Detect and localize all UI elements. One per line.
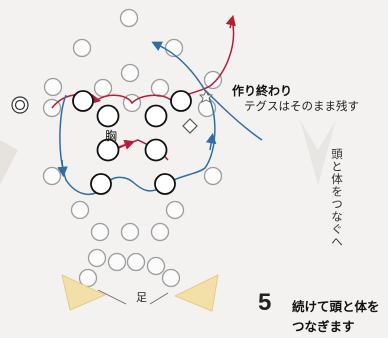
foot-right	[173, 274, 219, 312]
foot-leader-left	[97, 289, 127, 305]
bead	[203, 70, 223, 90]
foot-leader-right	[149, 292, 169, 305]
bead	[165, 200, 185, 220]
vertical-note: 頭と体をつなぐへ	[330, 148, 344, 248]
bead	[78, 268, 98, 288]
head-beads	[43, 8, 223, 113]
bead	[203, 166, 223, 186]
bead	[43, 77, 63, 97]
arrow-blue	[57, 159, 68, 178]
foot-left	[61, 274, 107, 311]
bead	[150, 78, 170, 98]
finish-label: 作り終わり	[232, 84, 293, 98]
bead	[93, 78, 113, 98]
bead	[120, 63, 140, 83]
bead	[161, 268, 181, 288]
bead	[70, 200, 90, 220]
bead-bold	[96, 138, 120, 162]
chest-label: 胸	[105, 129, 118, 143]
bead-bold	[170, 90, 192, 112]
bead	[87, 248, 107, 268]
bead	[146, 256, 166, 276]
chest-beads	[72, 90, 192, 195]
step-instruction-line1: 続けて頭と体を	[292, 299, 380, 314]
bead-bold	[72, 90, 94, 112]
arrow-blue	[205, 132, 217, 151]
foot-label: 足	[136, 291, 147, 304]
arrow-red	[225, 14, 236, 29]
bead	[90, 222, 110, 242]
bead-bold	[144, 104, 168, 128]
bead-bold	[96, 104, 120, 128]
thread-blue-loop	[59, 44, 216, 195]
bead-bold	[144, 138, 168, 162]
star-icon	[198, 89, 214, 103]
bead	[42, 166, 62, 186]
lower-beads	[70, 200, 185, 288]
bead	[107, 252, 127, 272]
step-number: 5	[258, 289, 272, 316]
bead	[72, 38, 92, 58]
bead	[120, 222, 140, 242]
step-instruction-line2: つなぎます	[292, 319, 355, 334]
bead	[150, 222, 170, 242]
down-chevron-icon	[300, 120, 336, 185]
bead-bold	[90, 173, 112, 195]
arrow-blue	[151, 41, 165, 52]
background-shape-left	[0, 140, 18, 185]
bead	[126, 252, 146, 272]
bead-bold	[154, 173, 176, 195]
thread-blue-tail	[204, 89, 263, 141]
diamond-icon	[182, 118, 198, 134]
finish-note: テグスはそのまま残す	[244, 99, 359, 113]
bead	[119, 8, 139, 28]
double-circle-icon	[11, 96, 29, 114]
